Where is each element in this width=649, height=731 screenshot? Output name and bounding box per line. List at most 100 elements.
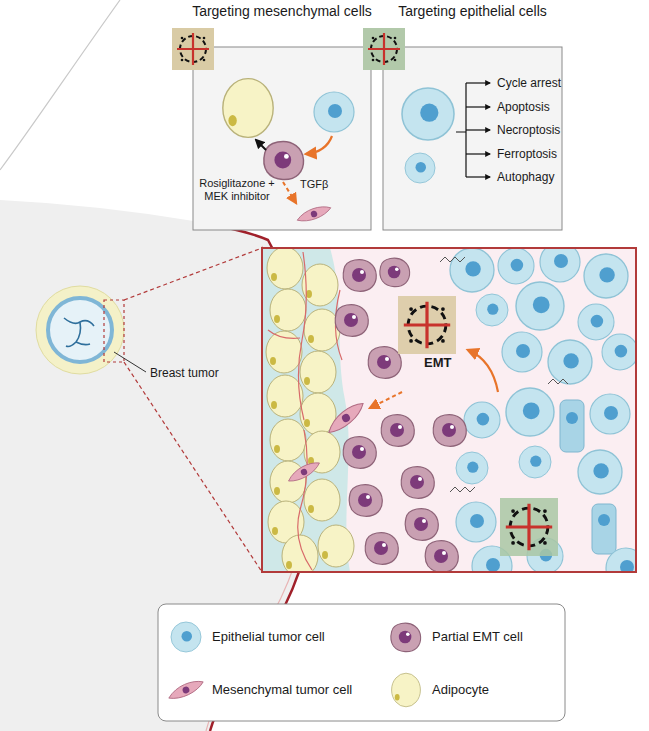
tumor-zoom bbox=[433, 415, 466, 447]
tumor-zoom bbox=[262, 248, 636, 572]
epithelial-panel bbox=[456, 83, 490, 177]
breast-figure bbox=[114, 352, 146, 372]
tumor-zoom bbox=[468, 350, 498, 392]
outcome-label: Ferroptosis bbox=[497, 147, 557, 161]
tumor-zoom bbox=[267, 248, 303, 289]
tumor-zoom bbox=[398, 296, 456, 354]
tumor-zoom bbox=[268, 252, 342, 570]
tumor-zoom bbox=[304, 479, 340, 521]
mesenchymal-panel bbox=[172, 28, 214, 70]
tumor-zoom bbox=[368, 347, 401, 379]
tumor-zoom bbox=[318, 525, 354, 567]
tumor-zoom bbox=[566, 412, 578, 424]
tumor-zoom bbox=[592, 504, 616, 554]
tumor-zoom bbox=[323, 401, 368, 435]
tumor-zoom bbox=[270, 419, 306, 461]
tumor-zoom bbox=[343, 437, 376, 469]
epithelial-panel bbox=[363, 28, 562, 230]
legend-box bbox=[158, 604, 565, 721]
mesenchymal-panel bbox=[264, 142, 304, 180]
tumor-zoom bbox=[282, 535, 318, 572]
tumor-zoom bbox=[343, 260, 376, 292]
tumor-zoom bbox=[560, 400, 584, 452]
breast-figure bbox=[36, 286, 124, 374]
tumor-zoom bbox=[584, 254, 628, 298]
tumor-zoom bbox=[500, 498, 558, 556]
legend-text: Partial EMT cell bbox=[432, 629, 523, 645]
tumor-zoom bbox=[606, 548, 636, 572]
epithelial-panel bbox=[383, 47, 562, 230]
breast-figure bbox=[0, 0, 120, 170]
mesenchymal-panel bbox=[314, 92, 354, 132]
breast-figure bbox=[64, 318, 94, 347]
mesenchymal-panel bbox=[306, 136, 332, 154]
mesenchymal-panel bbox=[223, 79, 273, 138]
tumor-zoom bbox=[506, 504, 552, 550]
tumor-zoom bbox=[578, 304, 614, 340]
mesenchymal-panel bbox=[193, 47, 371, 230]
tumor-zoom bbox=[425, 541, 458, 572]
breast-figure bbox=[104, 300, 124, 362]
tumor-zoom bbox=[270, 461, 306, 503]
tumor-zoom bbox=[370, 392, 402, 408]
epithelial-panel bbox=[466, 106, 490, 107]
tumor-zoom bbox=[335, 305, 368, 337]
tumor-zoom bbox=[506, 388, 554, 436]
tumor-zoom bbox=[270, 289, 306, 331]
breast-figure bbox=[48, 298, 112, 362]
mesenchymal-panel bbox=[177, 33, 209, 65]
factor-label: TGFβ bbox=[300, 178, 328, 191]
tumor-zoom bbox=[548, 340, 592, 384]
panel-heading: Targeting mesenchymal cells bbox=[192, 3, 372, 20]
epithelial-panel bbox=[402, 88, 454, 140]
tumor-zoom bbox=[262, 248, 636, 572]
outcome-label: Cycle arrest bbox=[497, 76, 561, 90]
tumor-zoom bbox=[302, 264, 338, 306]
legend-text: Mesenchymal tumor cell bbox=[212, 682, 352, 698]
tumor-zoom bbox=[262, 248, 636, 572]
tumor-zoom bbox=[602, 334, 636, 370]
tumor-zoom bbox=[262, 248, 350, 572]
epithelial-panel bbox=[466, 129, 490, 130]
tumor-label: Breast tumor bbox=[150, 366, 219, 380]
tumor-zoom bbox=[349, 485, 382, 517]
tumor-zoom bbox=[268, 330, 300, 338]
epithelial-panel bbox=[363, 28, 405, 70]
tumor-zoom bbox=[401, 467, 434, 499]
legend-box bbox=[166, 679, 205, 700]
epithelial-panel bbox=[466, 176, 490, 177]
tumor-zoom bbox=[464, 402, 500, 438]
tumor-zoom bbox=[298, 430, 312, 570]
tumor-zoom bbox=[267, 375, 303, 417]
legend-box bbox=[171, 622, 201, 652]
epithelial-panel bbox=[368, 33, 400, 65]
tumor-zoom bbox=[590, 394, 630, 434]
tumor-zoom bbox=[540, 248, 580, 282]
legend-box bbox=[158, 604, 565, 721]
outcome-label: Apoptosis bbox=[497, 100, 550, 114]
outcome-label: Necroptosis bbox=[497, 123, 560, 137]
legend-box bbox=[391, 623, 421, 651]
tumor-zoom bbox=[300, 351, 336, 393]
mesenchymal-panel bbox=[283, 182, 296, 203]
tumor-zoom bbox=[440, 257, 465, 262]
tumor-zoom bbox=[516, 282, 564, 330]
epithelial-panel bbox=[466, 82, 490, 83]
tumor-zoom bbox=[456, 502, 496, 542]
legend-text: Adipocyte bbox=[432, 682, 489, 698]
tumor-zoom bbox=[502, 332, 542, 372]
tumor-zoom bbox=[404, 302, 450, 348]
panel-heading: Targeting epithelial cells bbox=[398, 3, 547, 20]
mesenchymal-panel bbox=[256, 140, 266, 150]
tumor-zoom bbox=[450, 248, 494, 292]
epithelial-panel bbox=[456, 83, 466, 177]
tumor-zoom bbox=[519, 446, 551, 478]
tumor-zoom bbox=[578, 450, 622, 494]
tumor-zoom bbox=[262, 242, 646, 588]
breast-figure bbox=[124, 248, 262, 572]
tumor-zoom bbox=[266, 331, 302, 373]
mesenchymal-panel bbox=[172, 28, 371, 230]
epithelial-panel bbox=[405, 153, 435, 183]
tumor-zoom bbox=[304, 309, 340, 351]
